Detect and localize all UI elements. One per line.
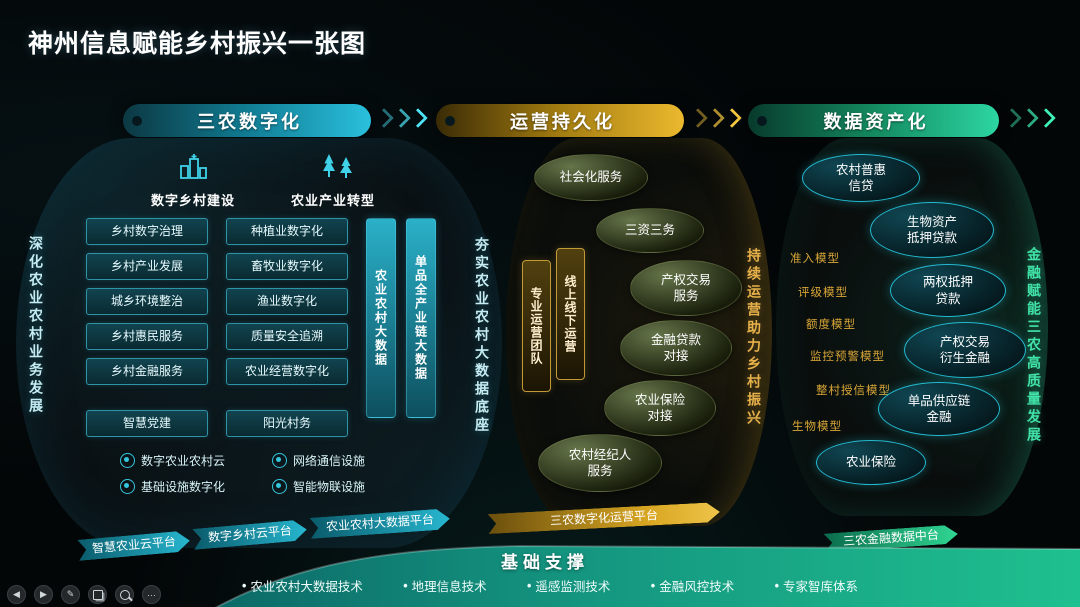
infra-label: 基础设施数字化: [141, 480, 226, 494]
digital-box: 质量安全追溯: [226, 323, 348, 350]
infra-item: 基础设施数字化: [120, 478, 225, 495]
data-bar: 农业农村大数据: [366, 218, 396, 418]
model-label: 评级模型: [798, 287, 848, 299]
operation-bubble: 社会化服务: [534, 154, 648, 201]
prev-slide-button[interactable]: ◀: [7, 585, 26, 604]
asset-bubble: 两权抵押贷款: [890, 264, 1006, 317]
panel-asset: 准入模型 评级模型 额度模型 监控预警模型 整村授信模型 生物模型 农村普惠信贷…: [776, 138, 1048, 516]
digital-box: 渔业数字化: [226, 288, 348, 315]
player-controls: ◀ ▶ ✎ ···: [7, 585, 161, 604]
more-icon: ···: [147, 589, 156, 600]
model-label: 生物模型: [792, 421, 842, 433]
operation-bubble: 金融贷款对接: [620, 320, 732, 376]
header-dot-icon: [132, 115, 142, 126]
group-title-village: 数字乡村建设: [150, 193, 235, 208]
header-operation: 运营持久化: [436, 104, 684, 137]
digital-box: 种植业数字化: [226, 218, 348, 245]
asset-bubble: 产权交易衍生金融: [904, 322, 1026, 378]
digital-box: 城乡环境整治: [86, 288, 208, 315]
footer-item: • 地理信息技术: [403, 578, 487, 595]
asset-bubble: 生物资产抵押贷款: [870, 202, 994, 258]
panel-operation: 专业运营团队 线上线下运营 社会化服务 三资三务 产权交易服务 金融贷款对接 农…: [506, 138, 772, 526]
operation-bubble: 三资三务: [596, 208, 704, 253]
digital-box: 乡村产业发展: [86, 253, 208, 280]
operation-bar: 线上线下运营: [556, 248, 585, 380]
asset-right-label: 金融赋能三农高质量发展: [1026, 246, 1042, 445]
digital-box: 农业经营数字化: [226, 358, 348, 385]
header-dot-icon: [445, 115, 455, 126]
header-digital: 三农数字化: [123, 104, 371, 137]
digital-box: 乡村惠民服务: [86, 323, 208, 350]
digital-box: 阳光村务: [226, 410, 348, 437]
footer-banner-title: 基础支撑: [501, 553, 589, 572]
footer-item: • 金融风控技术: [650, 578, 735, 595]
digital-box: 乡村数字治理: [86, 218, 208, 245]
header-asset: 数据资产化: [748, 104, 999, 137]
infra-label: 智能物联设施: [293, 480, 366, 494]
play-button[interactable]: ▶: [34, 585, 53, 604]
infra-label: 数字农业农村云: [141, 454, 226, 468]
iot-icon: [272, 479, 287, 494]
bullet-icon: •: [774, 578, 779, 593]
infrastructure-icon: [120, 479, 135, 494]
panel-digital: 深化农业农村业务发展 数字乡村建设 农业产业转型 乡村数字治理 乡村产业发展 城…: [16, 138, 502, 548]
magnifier-icon: [119, 589, 130, 600]
operation-right-label: 持续运营助力乡村振兴: [746, 248, 762, 428]
group-title-agri: 农业产业转型: [290, 193, 375, 208]
operation-bar: 专业运营团队: [522, 260, 551, 392]
operation-bubble: 产权交易服务: [630, 260, 742, 316]
asset-bubble: 农村普惠信贷: [802, 154, 920, 202]
digital-box: 智慧党建: [86, 410, 208, 437]
bullet-icon: •: [650, 578, 656, 593]
network-icon: [272, 453, 287, 468]
asset-bubble: 单品供应链金融: [878, 382, 1000, 436]
play-icon: ▶: [40, 589, 47, 599]
model-label: 准入模型: [790, 253, 840, 265]
bullet-icon: •: [242, 578, 247, 593]
slides-icon: [92, 589, 103, 600]
zoom-button[interactable]: [115, 585, 134, 604]
data-bar: 单品全产业链大数据: [406, 218, 436, 418]
header-dot-icon: [757, 115, 767, 126]
bullet-icon: •: [527, 578, 532, 593]
operation-bubble: 农业保险对接: [604, 380, 716, 436]
digital-right-label: 夯实农业农村大数据底座: [474, 237, 490, 435]
model-label: 整村授信模型: [816, 385, 891, 397]
header-operation-label: 运营持久化: [510, 111, 615, 132]
cloud-icon: [120, 453, 135, 468]
slides-overview-button[interactable]: [88, 585, 107, 604]
model-label: 额度模型: [806, 319, 856, 331]
page-title: 神州信息赋能乡村振兴一张图: [28, 30, 367, 58]
header-digital-label: 三农数字化: [197, 111, 302, 132]
pencil-icon: ✎: [66, 589, 75, 599]
infra-item: 智能物联设施: [272, 478, 365, 495]
infra-label: 网络通信设施: [293, 454, 366, 468]
more-options-button[interactable]: ···: [142, 585, 161, 604]
asset-bubble: 农业保险: [816, 440, 926, 485]
digital-left-label: 深化农业农村业务发展: [28, 235, 44, 416]
prev-icon: ◀: [13, 589, 20, 599]
bullet-icon: •: [403, 578, 408, 593]
infra-item: 数字农业农村云: [120, 452, 225, 469]
model-label: 监控预警模型: [810, 351, 885, 363]
footer-item: • 农业农村大数据技术: [242, 578, 363, 595]
digital-village-icon: [180, 154, 207, 179]
footer-item: • 遥感监测技术: [527, 578, 611, 595]
digital-box: 乡村金融服务: [86, 358, 208, 385]
header-asset-label: 数据资产化: [823, 111, 929, 132]
footer-item: • 专家智库体系: [774, 578, 858, 595]
operation-bubble: 农村经纪人服务: [538, 434, 662, 492]
infra-item: 网络通信设施: [272, 452, 365, 469]
agriculture-icon: [323, 154, 352, 178]
annotate-button[interactable]: ✎: [61, 585, 80, 604]
footer-items: • 农业农村大数据技术 • 地理信息技术 • 遥感监测技术 • 金融风控技术 •…: [242, 576, 858, 595]
digital-box: 畜牧业数字化: [226, 253, 348, 280]
